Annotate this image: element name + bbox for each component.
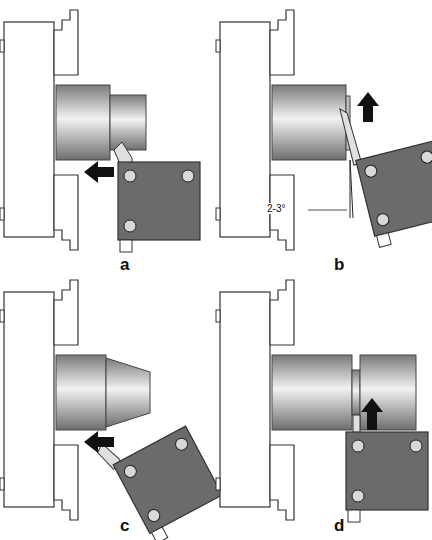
panel-letter: a [120, 255, 129, 275]
taper-panel [0, 280, 228, 540]
panel-letter: d [334, 516, 344, 536]
turning-panel [0, 10, 200, 252]
parting-panel [216, 280, 428, 522]
panel-letter: c [120, 516, 129, 536]
panel-letter: b [334, 255, 344, 275]
angle-dimension: 2-3° [266, 203, 286, 214]
facing-panel [216, 10, 432, 250]
